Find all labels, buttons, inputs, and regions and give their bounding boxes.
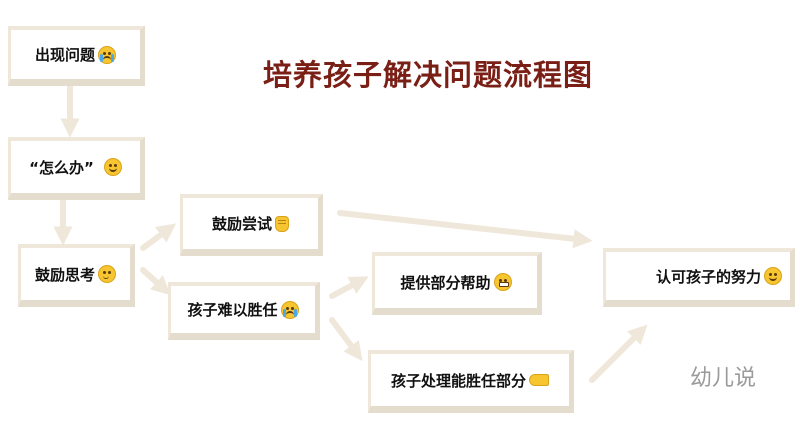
node-partial-help: 提供部分帮助 xyxy=(372,252,542,315)
thinking-face-icon xyxy=(98,265,116,283)
arrow-thinking-to-trying xyxy=(140,223,177,251)
smiling-face-icon xyxy=(764,267,782,285)
arrow-part-to-recognize xyxy=(589,324,648,383)
node-encourage-thinking-label: 鼓励思考 xyxy=(34,265,95,284)
node-what-to-do-label: “怎么办” xyxy=(29,158,94,177)
node-partial-help-label: 提供部分帮助 xyxy=(400,273,491,292)
node-cannot-handle: 孩子难以胜任 xyxy=(168,282,320,340)
node-handle-part: 孩子处理能胜任部分 xyxy=(368,350,574,413)
node-what-to-do: “怎么办” xyxy=(8,137,145,200)
node-encourage-thinking: 鼓励思考 xyxy=(18,244,135,307)
node-problem: 出现问题 xyxy=(8,26,145,86)
pointing-hand-icon xyxy=(529,374,549,386)
node-recognize-effort: 认可孩子的努力 xyxy=(603,248,795,307)
arrow-cannot-to-help xyxy=(329,276,369,299)
raised-fist-icon xyxy=(275,215,289,232)
crying-face-icon xyxy=(98,45,116,64)
node-encourage-trying-label: 鼓励尝试 xyxy=(211,215,272,233)
node-problem-label: 出现问题 xyxy=(34,46,95,64)
arrow-thinking-to-cannot xyxy=(140,267,171,296)
arrow-cannot-to-part xyxy=(329,317,363,362)
grimacing-face-icon xyxy=(493,273,512,291)
node-cannot-handle-label: 孩子难以胜任 xyxy=(187,301,278,319)
node-recognize-effort-label: 认可孩子的努力 xyxy=(655,267,761,286)
node-handle-part-label: 孩子处理能胜任部分 xyxy=(390,371,526,390)
diagram-title: 培养孩子解决问题流程图 xyxy=(262,58,593,92)
grinning-face-icon xyxy=(103,158,122,176)
node-encourage-trying: 鼓励尝试 xyxy=(180,194,323,256)
crying-face-icon xyxy=(280,300,299,319)
watermark: 幼儿说 xyxy=(690,366,757,391)
arrow-trying-to-recognize xyxy=(337,210,593,249)
